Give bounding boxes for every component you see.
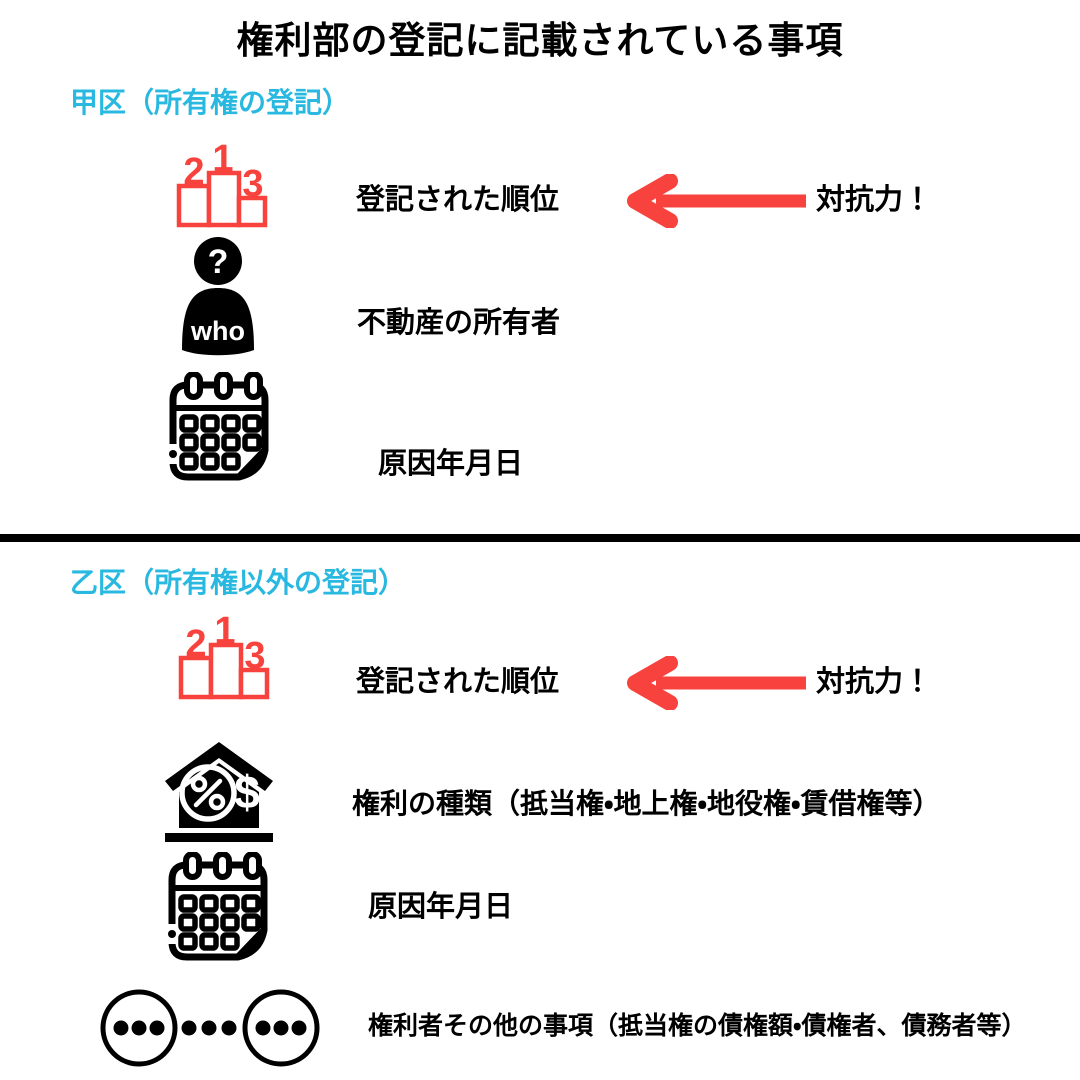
annotation-taikouryoku: 対抗力！ (816, 184, 933, 216)
section-1-heading: 甲区（所有権の登記） (70, 87, 351, 118)
row-label-cause-date: 原因年月日 (368, 891, 514, 923)
podium-number-2: 2 (185, 623, 206, 665)
ranking-podium-icon: 2 1 3 (176, 140, 268, 228)
arrow-left-icon (620, 174, 815, 228)
percent-symbol (190, 775, 226, 811)
person-question-mark: ? (208, 243, 229, 281)
mortgage-house-icon: $ (163, 740, 275, 842)
person-who-label: who (190, 316, 245, 346)
owner-person-icon: ? who (178, 234, 258, 358)
podium-number-1: 1 (214, 612, 235, 652)
dollar-symbol: $ (234, 766, 260, 818)
podium-number-3: 3 (242, 163, 263, 205)
podium-number-3: 3 (244, 635, 265, 677)
page-title: 権利部の登記に記載されている事項 (236, 20, 844, 61)
podium-number-2: 2 (183, 151, 204, 193)
row-label-registered-rank: 登記された順位 (356, 184, 560, 216)
arrow-left-icon (620, 656, 815, 710)
row-label-other-matters: 権利者その他の事項（抵当権の債権額・債権者、債務者等） (368, 1012, 1027, 1040)
calendar-icon (166, 372, 272, 484)
section-2-heading: 乙区（所有権以外の登記） (70, 567, 407, 598)
row-label-owner: 不動産の所有者 (357, 307, 561, 339)
ranking-podium-icon: 2 1 3 (178, 612, 270, 700)
row-label-registered-rank: 登記された順位 (356, 666, 560, 698)
ellipsis-circles-icon (100, 988, 322, 1068)
annotation-taikouryoku: 対抗力！ (816, 666, 933, 698)
podium-number-1: 1 (212, 140, 233, 180)
calendar-icon (165, 852, 271, 964)
section-divider (0, 534, 1080, 542)
row-label-cause-date: 原因年月日 (378, 448, 524, 480)
row-label-right-types: 権利の種類（抵当権・地上権・地役権・賃借権等） (352, 788, 941, 819)
